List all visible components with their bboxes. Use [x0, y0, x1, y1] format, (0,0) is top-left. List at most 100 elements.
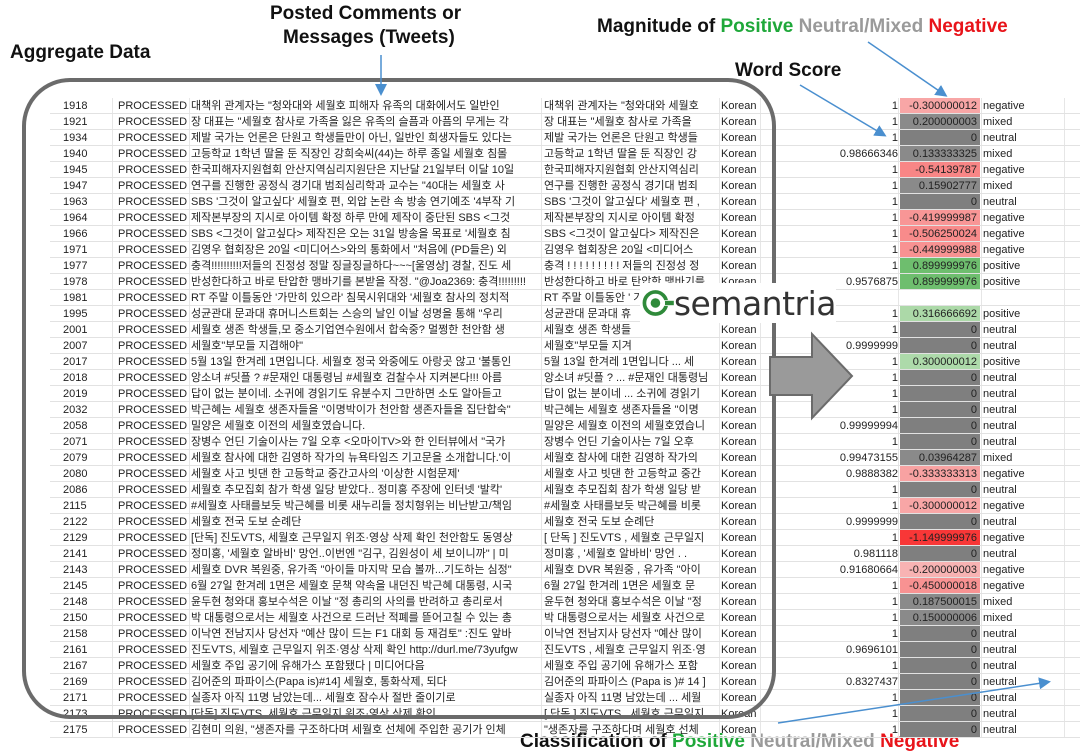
row-message: 6월 27일 한겨레 1면은 세월호 문책 약속을 내던진 박근혜 대통령, 시… — [191, 580, 513, 592]
row-id: 1971 — [63, 244, 88, 256]
grid-row-line — [50, 705, 1080, 706]
row-id: 2143 — [63, 564, 88, 576]
grid-row-line — [50, 209, 1080, 210]
row-message-tokenized: 장 대표는 "세월호 참사로 가족을 — [544, 116, 692, 128]
word-score-arrow — [799, 84, 887, 137]
row-classification: negative — [983, 212, 1025, 224]
row-message-tokenized: 이낙연 전남지사 당선자 "예산 많이 — [544, 628, 702, 640]
grid-column-line — [189, 98, 190, 738]
grid-column-line — [719, 98, 720, 738]
row-id: 2071 — [63, 436, 88, 448]
row-message: SBS <그것이 알고싶다> 제작진은 오는 31일 방송을 목표로 '세월호 … — [191, 228, 511, 240]
row-classification: neutral — [983, 692, 1017, 704]
row-message: 박 대통령으로서는 세월호 사건으로 드러난 적폐를 뜯어고칠 수 있는 총 — [191, 612, 512, 624]
row-message-tokenized: 실종자 아직 11명 남았는데 ... 세월 — [544, 692, 702, 704]
grid-row-line — [50, 161, 1080, 162]
grid-row-line — [50, 417, 1080, 418]
row-word-score: 1 — [891, 244, 898, 256]
row-language: Korean — [721, 484, 757, 496]
row-message: 박근혜는 세월호 생존자들을 "이명박이가 천안함 생존자들을 집단합숙" — [191, 404, 511, 416]
row-magnitude: 0.316666692 — [900, 306, 980, 322]
row-classification: positive — [983, 308, 1021, 320]
row-status: PROCESSED — [118, 612, 188, 624]
row-classification: neutral — [983, 436, 1017, 448]
row-message-tokenized: SBS <그것이 알고싶다> 제작진은 — [544, 228, 700, 240]
grid-row-line — [50, 193, 1080, 194]
row-magnitude: 0 — [900, 386, 980, 402]
semantria-logo: semantria — [640, 283, 837, 323]
row-language: Korean — [721, 436, 757, 448]
row-language: Korean — [721, 244, 757, 256]
row-classification: neutral — [983, 484, 1017, 496]
row-language: Korean — [721, 388, 757, 400]
row-classification: mixed — [983, 148, 1013, 160]
grid-row-line — [50, 401, 1080, 402]
row-word-score: 1 — [891, 116, 898, 128]
row-message-tokenized: 윤두현 청와대 홍보수석은 이날 "정 — [544, 596, 702, 608]
row-status: PROCESSED — [118, 516, 188, 528]
row-classification: mixed — [983, 180, 1013, 192]
row-message: 한국피해자지원협회 안산지역심리지원단은 지난달 21일부터 이달 10일 — [191, 164, 515, 176]
row-status: PROCESSED — [118, 500, 188, 512]
row-message-tokenized: 세월호 사고 빗댄 한 고등학교 중간 — [544, 468, 701, 480]
row-word-score: 1 — [891, 596, 898, 608]
row-message: 김영우 협회장은 20일 <미디어스>와의 통화에서 "처음에 (PD들은) 외 — [191, 244, 507, 256]
row-word-score: 1 — [891, 660, 898, 672]
row-status: PROCESSED — [118, 276, 188, 288]
row-word-score: 0.981118 — [853, 548, 898, 560]
row-message: 반성한다하고 바로 탄압한 맹바기를 본받을 작정. "@Joa2369: 충격… — [191, 276, 526, 288]
grid-row-line — [50, 241, 1080, 242]
row-word-score: 0.99473155 — [839, 452, 898, 464]
grid-row-line — [50, 593, 1080, 594]
grid-row-line — [50, 113, 1080, 114]
row-message-tokenized: 답이 없는 분이네 ... 소귀에 경읽기 — [544, 388, 701, 400]
row-status: PROCESSED — [118, 596, 188, 608]
row-classification: negative — [983, 100, 1025, 112]
row-magnitude: 0 — [900, 482, 980, 498]
row-message: 세월호 사고 빗댄 한 고등학교 중간고사의 '이상한 시험문제' — [191, 468, 460, 480]
magnitude-title: Magnitude of Positive Neutral/Mixed Nega… — [597, 16, 1008, 38]
row-language: Korean — [721, 516, 757, 528]
row-language: Korean — [721, 260, 757, 272]
row-word-score: 1 — [891, 324, 898, 336]
grid-row-line — [50, 177, 1080, 178]
row-message: 제작본부장의 지시로 아이템 확정 하루 만에 제작이 중단된 SBS <그것 — [191, 212, 511, 224]
row-classification: mixed — [983, 612, 1013, 624]
row-word-score: 1 — [891, 532, 898, 544]
row-message: 세월호 참사에 대한 김영하 작가의 뉴욕타임즈 기고문을 소개합니다.'이 — [191, 452, 512, 464]
row-status: PROCESSED — [118, 436, 188, 448]
row-classification: neutral — [983, 548, 1017, 560]
grid-row-line — [50, 529, 1080, 530]
grid-row-line — [50, 497, 1080, 498]
classification-prefix: Classification of — [520, 731, 667, 752]
classification-neutral-label: Neutral/Mixed — [750, 731, 875, 752]
row-word-score: 1 — [891, 500, 898, 512]
row-classification: neutral — [983, 628, 1017, 640]
row-status: PROCESSED — [118, 532, 188, 544]
row-magnitude: -0.449999988 — [900, 242, 980, 258]
row-message: [단독] 진도VTS, 세월호 근무일지 위조·영상 삭제 확인 천안함도 동영… — [191, 532, 513, 544]
row-status: PROCESSED — [118, 244, 188, 256]
row-magnitude: -0.54139787 — [900, 162, 980, 178]
row-classification: neutral — [983, 372, 1017, 384]
row-magnitude: 0 — [900, 642, 980, 658]
row-message-tokenized: 한국피해자지원협회 안산지역심리 — [544, 164, 699, 176]
row-language: Korean — [721, 164, 757, 176]
row-message: 답이 없는 분이네. 소귀에 경읽기도 유분수지 그만하면 소도 알아듣고 — [191, 388, 502, 400]
posted-comments-title-line1: Posted Comments or — [270, 3, 462, 24]
row-magnitude: 0 — [900, 674, 980, 690]
row-classification: negative — [983, 244, 1025, 256]
row-magnitude: 0.133333325 — [900, 146, 980, 162]
row-language: Korean — [721, 148, 757, 160]
